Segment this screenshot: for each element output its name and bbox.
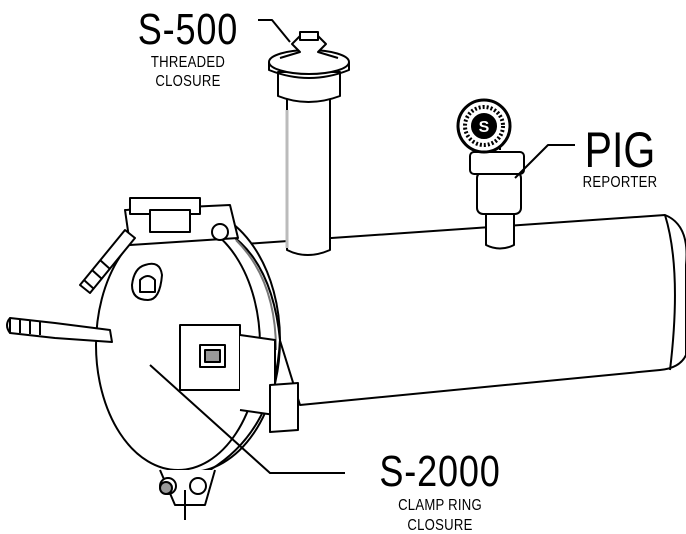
- clamp-linkage: [124, 197, 239, 246]
- handle-left: [6, 317, 113, 343]
- s2000-desc-line1: CLAMP RING: [398, 497, 482, 514]
- s500-riser: [268, 31, 350, 256]
- s2000-leader-line: [149, 364, 345, 474]
- handle-upper-grip: [79, 229, 136, 294]
- s500-desc-line2: CLOSURE: [155, 73, 221, 90]
- pipe-end-edge: [664, 214, 676, 371]
- pig-desc-line1: REPORTER: [582, 174, 658, 191]
- reporter-badge-text: S: [479, 119, 490, 136]
- s500-callout: S-500 THREADED CLOSURE: [118, 5, 258, 91]
- s500-leader-line: [258, 19, 291, 43]
- s2000-callout: S-2000 CLAMP RING CLOSURE: [340, 450, 540, 534]
- s500-desc-line1: THREADED: [150, 54, 226, 71]
- s2000-desc-line2: CLOSURE: [407, 517, 473, 534]
- pig-reporter: S: [456, 98, 525, 250]
- pig-model-label: PIG: [584, 122, 656, 178]
- pig-leader-line: [514, 144, 575, 179]
- s500-model-label: S-500: [137, 5, 239, 54]
- pig-callout: PIG REPORTER: [560, 125, 680, 191]
- s2000-model-label: S-2000: [379, 447, 501, 496]
